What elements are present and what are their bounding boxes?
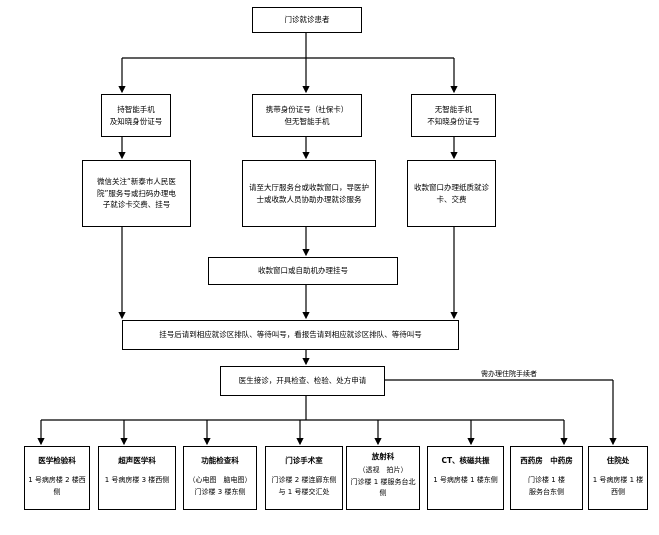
dept-8-name: 住院处 <box>606 456 630 465</box>
condition-box-2: 携带身份证号（社保卡） 但无智能手机 <box>252 94 362 137</box>
dept-5-name: 放射科 <box>371 452 395 461</box>
dept-box-7: 西药房 中药房 门诊楼 1 楼 服务台东侧 <box>510 446 583 510</box>
dept-3-location-2: 门诊楼 3 楼东侧 <box>194 487 246 496</box>
dept-4-name: 门诊手术室 <box>285 456 323 465</box>
admission-note: 需办理住院手续者 <box>481 370 537 378</box>
dept-7-location-1: 门诊楼 1 楼 <box>528 475 565 484</box>
dept-4-location-2: 与 1 号楼交汇处 <box>278 487 330 496</box>
dept-3-location-1: （心电图 脑电图） <box>188 475 252 484</box>
action-2-line-1: 请至大厅服务台或收款窗口，导医护 <box>249 182 369 192</box>
dept-box-2: 超声医学科 1 号病房楼 3 楼西侧 <box>98 446 176 510</box>
root-box: 门诊就诊患者 <box>252 7 362 33</box>
consult-box: 医生接诊，开具检查、检验、处方申请 <box>220 366 385 396</box>
condition-box-3: 无智能手机 不知晓身份证号 <box>411 94 496 137</box>
dept-5-location-2: 门诊楼 1 楼服务台北 <box>350 477 416 486</box>
condition-box-1: 持智能手机 及知晓身份证号 <box>101 94 171 137</box>
dept-6-name: CT、核磁共振 <box>441 456 490 465</box>
condition-2-line-1: 携带身份证号（社保卡） <box>265 104 349 114</box>
dept-8-location-2: 西侧 <box>611 487 625 496</box>
dept-1-name: 医学检验科 <box>38 456 76 465</box>
dept-box-3: 功能检查科 （心电图 脑电图） 门诊楼 3 楼东侧 <box>183 446 257 510</box>
action-box-2: 请至大厅服务台或收款窗口，导医护 士或收款人员协助办理就诊服务 <box>242 160 376 227</box>
queue-box: 挂号后请到相应就诊区排队、等待叫号，看报告请到相应就诊区排队、等待叫号 <box>122 320 459 350</box>
dept-5-location-3: 侧 <box>379 489 387 498</box>
dept-box-6: CT、核磁共振 1 号病房楼 1 楼东侧 <box>427 446 504 510</box>
dept-box-1: 医学检验科 1 号病房楼 2 楼西 侧 <box>24 446 90 510</box>
dept-4-location-1: 门诊楼 2 楼连廊东侧 <box>271 475 337 484</box>
dept-2-name: 超声医学科 <box>118 456 156 465</box>
condition-2-line-2: 但无智能手机 <box>284 116 330 126</box>
dept-3-name: 功能检查科 <box>201 456 239 465</box>
action-3-line-2: 卡、交费 <box>436 194 467 204</box>
condition-3-line-2: 不知晓身份证号 <box>427 116 480 126</box>
condition-1-line-1: 持智能手机 <box>117 104 155 114</box>
register-box: 收款窗口或自助机办理挂号 <box>208 257 398 285</box>
action-3-line-1: 收款窗口办理纸质就诊 <box>414 182 489 192</box>
queue-label: 挂号后请到相应就诊区排队、等待叫号，看报告请到相应就诊区排队、等待叫号 <box>159 330 422 340</box>
consult-label: 医生接诊，开具检查、检验、处方申请 <box>238 376 367 386</box>
dept-2-location-1: 1 号病房楼 3 楼西侧 <box>104 475 170 484</box>
action-1-line-2: 院”服务号或扫码办理电 <box>97 188 176 198</box>
dept-5-location-1: （透视 拍片） <box>358 465 408 474</box>
action-box-1: 微信关注“新泰市人民医 院”服务号或扫码办理电 子就诊卡交费、挂号 <box>82 160 191 227</box>
dept-1-location-1: 1 号病房楼 2 楼西 <box>28 475 86 484</box>
dept-box-5: 放射科 （透视 拍片） 门诊楼 1 楼服务台北 侧 <box>346 446 420 510</box>
action-1-line-3: 子就诊卡交费、挂号 <box>102 200 171 210</box>
dept-1-location-2: 侧 <box>53 487 61 496</box>
action-1-line-1: 微信关注“新泰市人民医 <box>97 177 176 187</box>
dept-6-location-1: 1 号病房楼 1 楼东侧 <box>433 475 498 484</box>
condition-3-line-1: 无智能手机 <box>434 104 473 114</box>
action-2-line-2: 士或收款人员协助办理就诊服务 <box>256 194 362 204</box>
root-label: 门诊就诊患者 <box>284 15 330 25</box>
dept-7-location-2: 服务台东侧 <box>529 487 564 496</box>
condition-1-line-2: 及知晓身份证号 <box>109 116 163 126</box>
register-label: 收款窗口或自助机办理挂号 <box>258 266 348 276</box>
action-box-3: 收款窗口办理纸质就诊 卡、交费 <box>407 160 496 227</box>
dept-7-name: 西药房 中药房 <box>520 456 573 465</box>
dept-box-4: 门诊手术室 门诊楼 2 楼连廊东侧 与 1 号楼交汇处 <box>265 446 343 510</box>
dept-8-location-1: 1 号病房楼 1 楼 <box>592 475 644 484</box>
dept-box-8: 住院处 1 号病房楼 1 楼 西侧 <box>588 446 648 510</box>
